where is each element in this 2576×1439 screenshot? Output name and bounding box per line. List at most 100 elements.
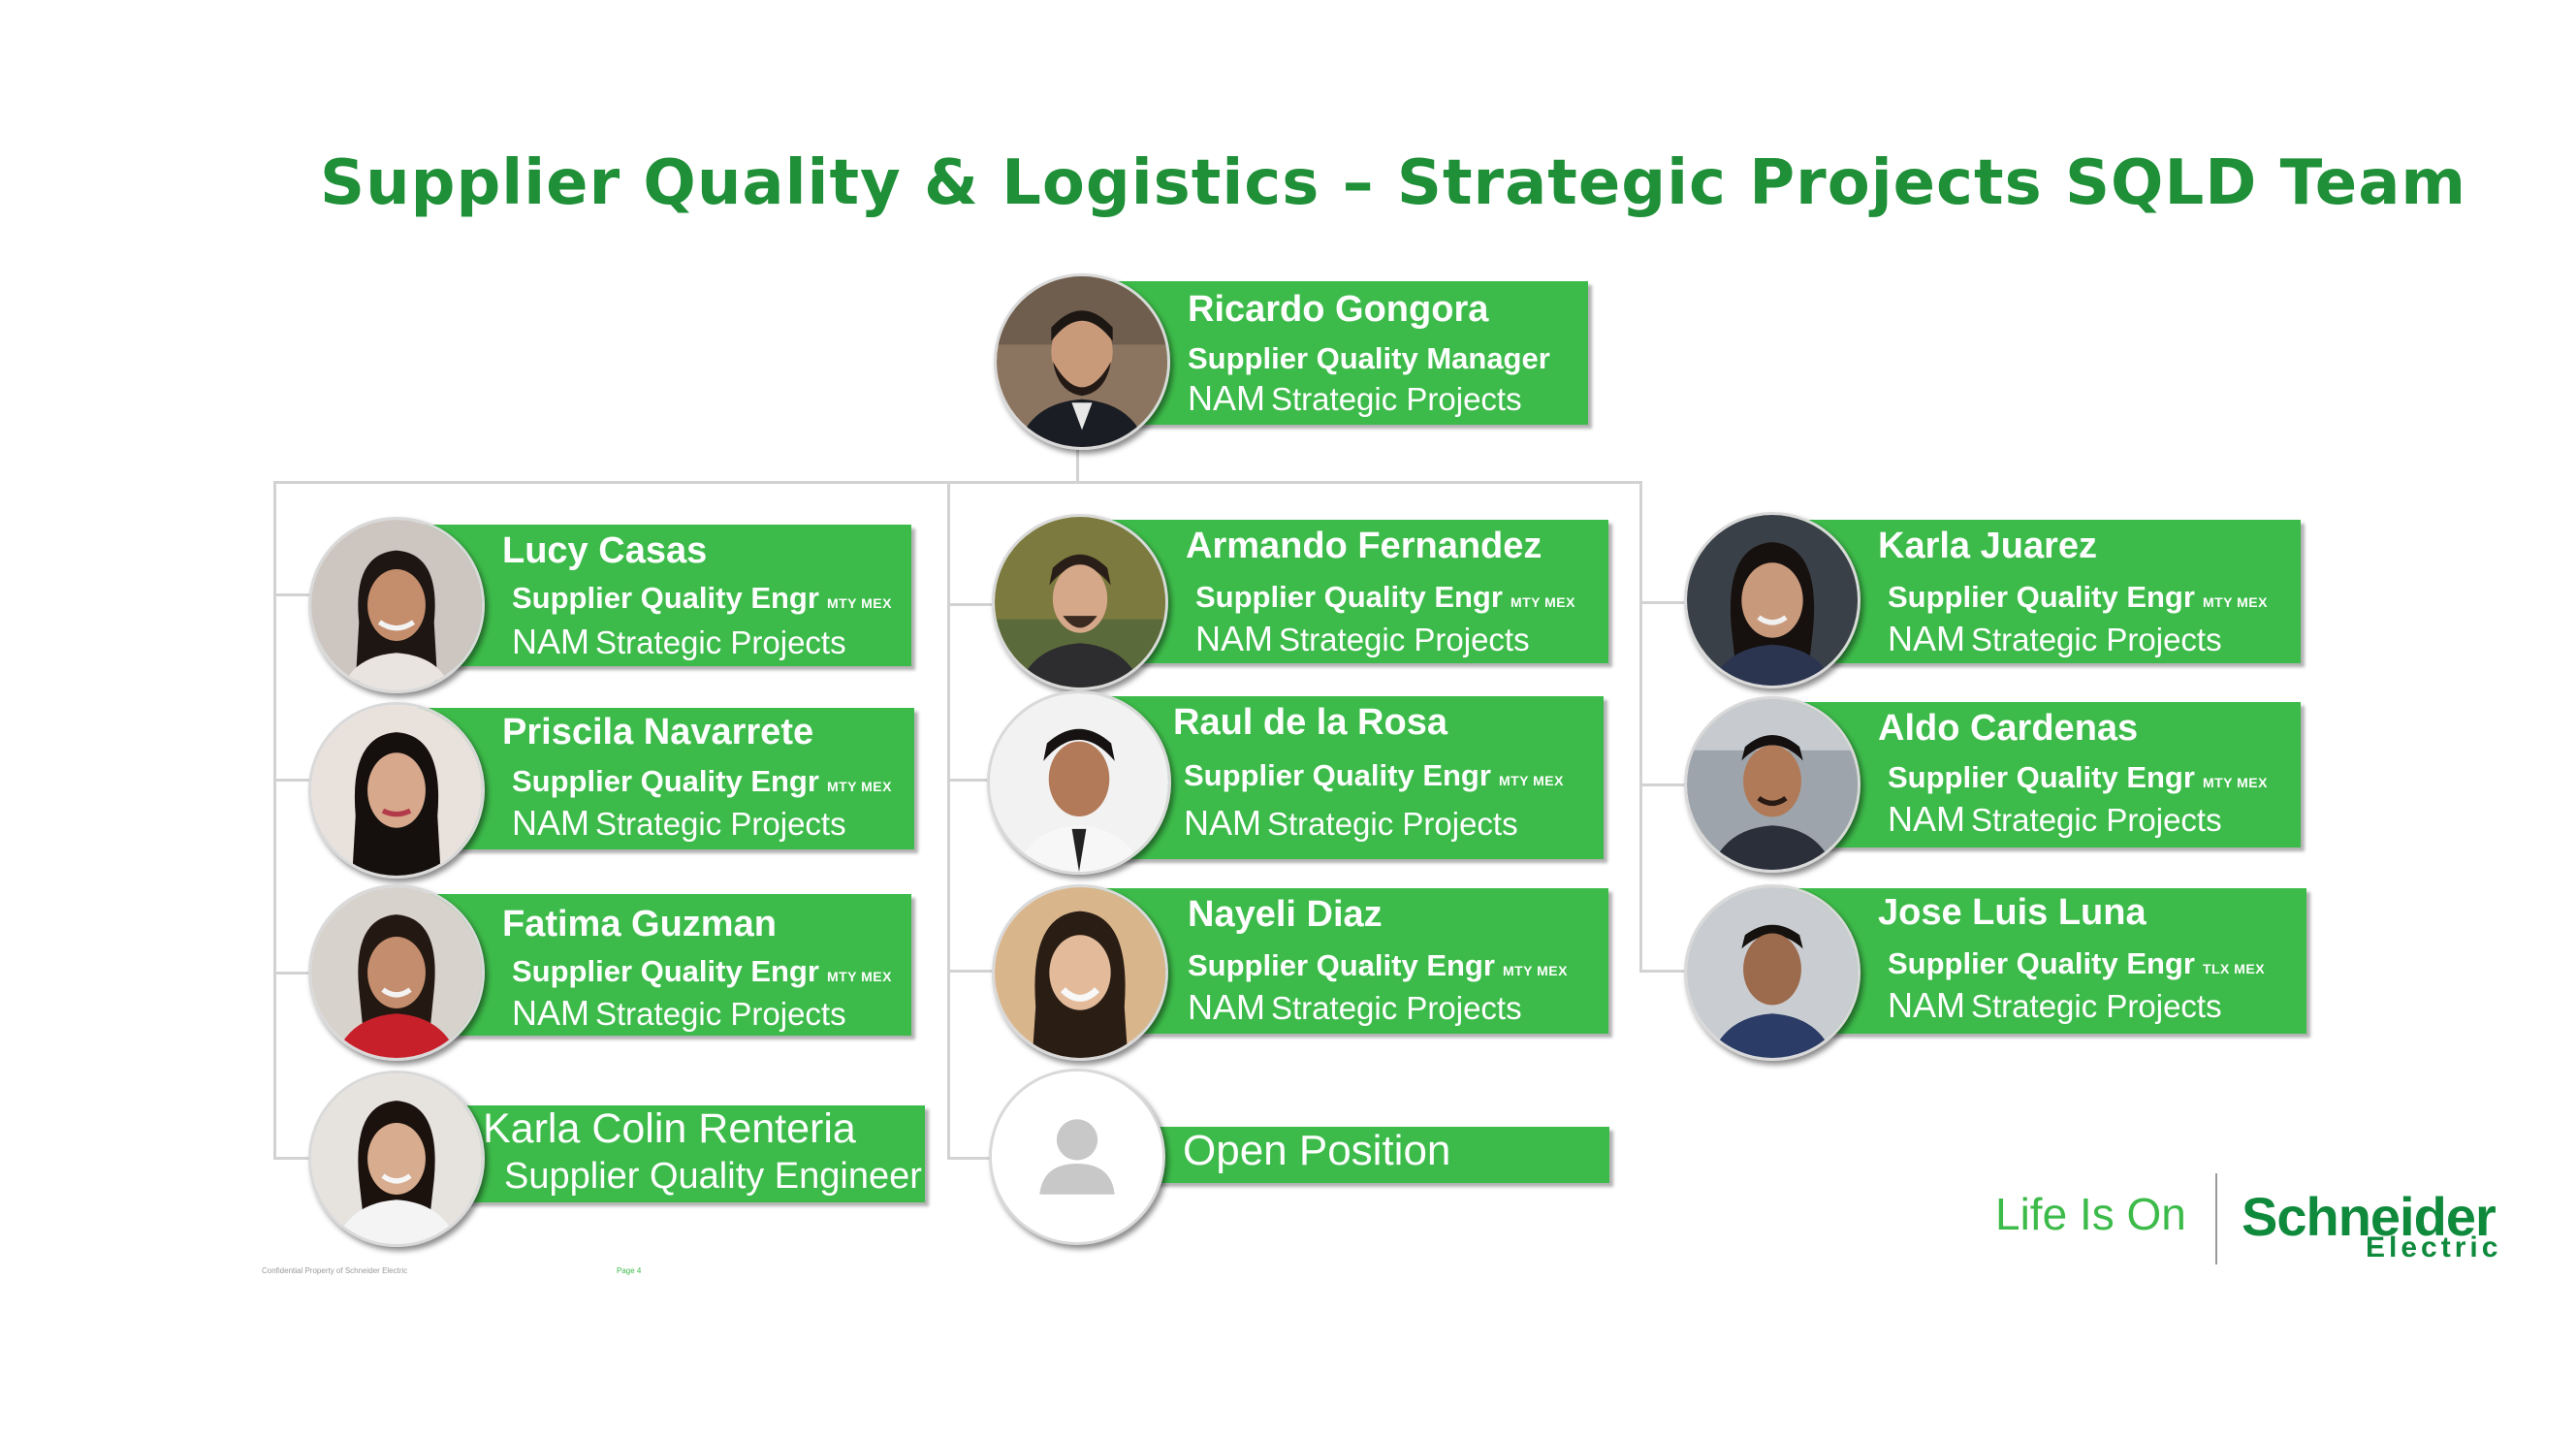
role-title: Supplier Quality Engr	[1888, 760, 2195, 794]
person-name: Karla Colin Renteria	[483, 1105, 856, 1152]
manager-card: Ricardo Gongora Supplier Quality Manager…	[994, 273, 1588, 450]
location-label: MTY MEX	[1498, 773, 1564, 788]
member-card: Aldo Cardenas Supplier Quality Engr MTY M…	[1684, 696, 2301, 873]
dept-label: Strategic Projects	[595, 624, 846, 660]
role-title: Supplier Quality Engr	[1888, 946, 2195, 980]
org-label: NAM	[1195, 619, 1273, 658]
role-title: Supplier Quality Engr	[1888, 580, 2195, 614]
connector-line	[1639, 970, 1688, 973]
connector-line	[1639, 481, 1642, 971]
connector-line	[273, 481, 1642, 484]
person-role: Supplier Quality Engr MTY MEX	[1188, 948, 1568, 983]
confidential-notice: Confidential Property of Schneider Elect…	[262, 1266, 408, 1275]
person-role: Supplier Quality Engr MTY MEX	[1184, 758, 1564, 793]
connector-line	[947, 603, 994, 606]
person-name: Lucy Casas	[502, 530, 708, 571]
person-role: Supplier Quality Manager	[1188, 341, 1550, 375]
location-label: MTY MEX	[1502, 963, 1568, 978]
person-name: Nayeli Diaz	[1188, 894, 1383, 935]
page-title: Supplier Quality & Logistics – Strategic…	[320, 147, 2467, 219]
person-name: Armando Fernandez	[1186, 526, 1542, 566]
connector-line	[273, 593, 312, 596]
connector-line	[273, 1157, 312, 1160]
role-title: Supplier Quality Engr	[1195, 580, 1503, 614]
person-role: Supplier Quality Engineer	[504, 1156, 922, 1197]
org-label: NAM	[1188, 378, 1265, 418]
person-role: Supplier Quality Engr MTY MEX	[1888, 760, 2268, 795]
dept-label: Strategic Projects	[1271, 990, 1522, 1026]
person-role: Supplier Quality Engr MTY MEX	[512, 954, 892, 989]
avatar	[1684, 884, 1860, 1061]
brand-logo-sub: Electric	[2366, 1231, 2502, 1263]
avatar	[308, 517, 485, 693]
connector-line	[273, 779, 312, 782]
dept-label: Strategic Projects	[595, 996, 846, 1032]
avatar	[1684, 696, 1860, 873]
role-title: Supplier Quality Engr	[512, 954, 819, 988]
avatar	[308, 1071, 485, 1247]
brand-logo: Schneider	[2242, 1186, 2496, 1247]
connector-line	[1639, 783, 1688, 786]
person-name: Karla Juarez	[1878, 526, 2098, 566]
dept-label: Strategic Projects	[1971, 802, 2222, 838]
avatar	[1684, 512, 1860, 688]
placeholder-person-icon	[992, 1071, 1162, 1242]
footer-divider	[2215, 1173, 2217, 1264]
person-name: Ricardo Gongora	[1188, 289, 1489, 330]
location-label: MTY MEX	[826, 595, 892, 611]
org-label: NAM	[1188, 987, 1265, 1027]
connector-line	[947, 1157, 994, 1160]
org-label: NAM	[512, 622, 589, 661]
dept-label: Strategic Projects	[1279, 622, 1530, 657]
connector-line	[273, 972, 312, 975]
avatar	[992, 884, 1168, 1061]
org-label: NAM	[1888, 619, 1965, 658]
open-position-card: Open Position	[989, 1069, 1609, 1245]
page-number: Page 4	[617, 1266, 642, 1275]
dept-label: Strategic Projects	[1271, 381, 1522, 417]
person-name: Open Position	[1183, 1127, 1451, 1174]
role-title: Supplier Quality Engr	[1184, 758, 1491, 792]
name-banner	[454, 1105, 925, 1202]
dept-label: Strategic Projects	[595, 806, 846, 842]
connector-line	[947, 481, 950, 1160]
connector-line	[947, 779, 991, 782]
org-label: NAM	[512, 803, 589, 843]
dept-label: Strategic Projects	[1971, 988, 2222, 1024]
location-label: MTY MEX	[826, 779, 892, 794]
avatar	[308, 702, 485, 879]
role-title: Supplier Quality Engr	[1188, 948, 1495, 982]
location-label: MTY MEX	[2202, 775, 2268, 790]
dept-label: Strategic Projects	[1267, 806, 1518, 842]
person-name: Raul de la Rosa	[1173, 702, 1447, 743]
location-label: TLX MEX	[2202, 961, 2266, 976]
person-role: Supplier Quality Engr MTY MEX	[512, 581, 892, 616]
dept-label: Strategic Projects	[1971, 622, 2222, 657]
role-title: Supplier Quality Engr	[512, 581, 819, 615]
connector-line	[947, 970, 994, 973]
avatar	[989, 1069, 1165, 1245]
avatar	[992, 514, 1168, 690]
person-name: Aldo Cardenas	[1878, 708, 2139, 749]
connector-line	[273, 481, 276, 1160]
name-banner	[1134, 1127, 1609, 1183]
member-card: Nayeli Diaz Supplier Quality Engr MTY MEX…	[992, 884, 1608, 1061]
tagline: Life Is On	[1995, 1189, 2186, 1239]
location-label: MTY MEX	[826, 969, 892, 984]
